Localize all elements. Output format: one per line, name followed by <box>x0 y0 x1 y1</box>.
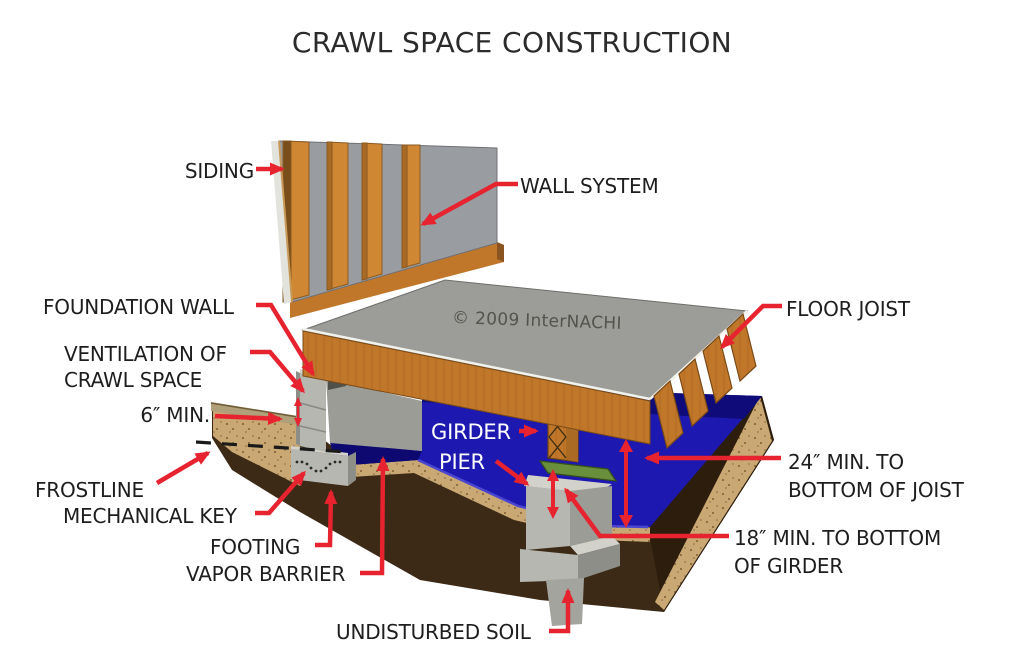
pier-sill-plate <box>538 460 618 482</box>
siding-strip <box>271 141 292 304</box>
foundation-wall-front <box>300 373 326 452</box>
mechanical-key-dots <box>295 460 342 473</box>
pier-footing-front <box>520 549 578 582</box>
label-pier: PIER <box>439 450 485 474</box>
leader-foundation-wall <box>256 302 315 377</box>
foundation-interior-face <box>326 379 422 451</box>
leader-floor-joist <box>719 303 782 350</box>
label-girder: GIRDER <box>431 420 511 444</box>
label-undisturbed-soil: UNDISTURBED SOIL <box>336 620 531 644</box>
leader-footing <box>315 489 338 548</box>
label-siding: SIDING <box>184 159 254 183</box>
pier-front <box>526 486 570 550</box>
wall-bottom-plate-cap <box>497 242 504 262</box>
girder-x-bracing <box>548 415 567 459</box>
footing-side <box>348 452 356 486</box>
label-frostline: FROSTLINE <box>35 478 144 502</box>
page-title: CRAWL SPACE CONSTRUCTION <box>291 26 733 59</box>
label-ventilation: VENTILATION OF CRAWL SPACE <box>64 342 227 392</box>
label-six-min: 6″ MIN. <box>140 403 210 427</box>
floor-deck <box>289 241 757 450</box>
label-footing: FOOTING <box>210 535 301 559</box>
leader-mechanical-key <box>255 470 306 516</box>
wall-bottom-plate <box>290 242 504 318</box>
pier-footing-top <box>570 536 620 555</box>
label-foundation-wall: FOUNDATION WALL <box>43 295 234 319</box>
leader-ventilation <box>250 349 305 394</box>
label-min-18: 18″ MIN. TO BOTTOM OF GIRDER <box>734 526 942 578</box>
leader-six-min <box>214 411 283 425</box>
leader-frostline <box>155 451 211 485</box>
leader-vapor-barrier <box>360 456 390 576</box>
soil-edge-right <box>655 396 772 610</box>
pier-side <box>570 486 612 546</box>
label-min-24: 24″ MIN. TO BOTTOM OF JOIST <box>788 450 964 502</box>
leader-min18 <box>564 487 729 539</box>
label-floor-joist: FLOOR JOIST <box>786 297 910 321</box>
wall-system <box>271 140 498 304</box>
leader-undisturbed-soil <box>549 588 575 634</box>
dimension-arrow-24in <box>619 439 633 528</box>
label-wall-system: WALL SYSTEM <box>520 174 659 198</box>
dimension-arrow-18in <box>547 469 559 519</box>
leader-wall-system <box>420 181 518 226</box>
pier <box>520 460 620 626</box>
dimension-arrow-6in <box>294 397 302 427</box>
floor-joists <box>653 312 757 450</box>
pier-buried-base <box>546 578 584 626</box>
pier-footing-side <box>578 544 620 580</box>
label-mechanical-key: MECHANICAL KEY <box>63 504 237 528</box>
label-vapor-barrier: VAPOR BARRIER <box>186 562 346 586</box>
leader-pier <box>494 459 530 486</box>
